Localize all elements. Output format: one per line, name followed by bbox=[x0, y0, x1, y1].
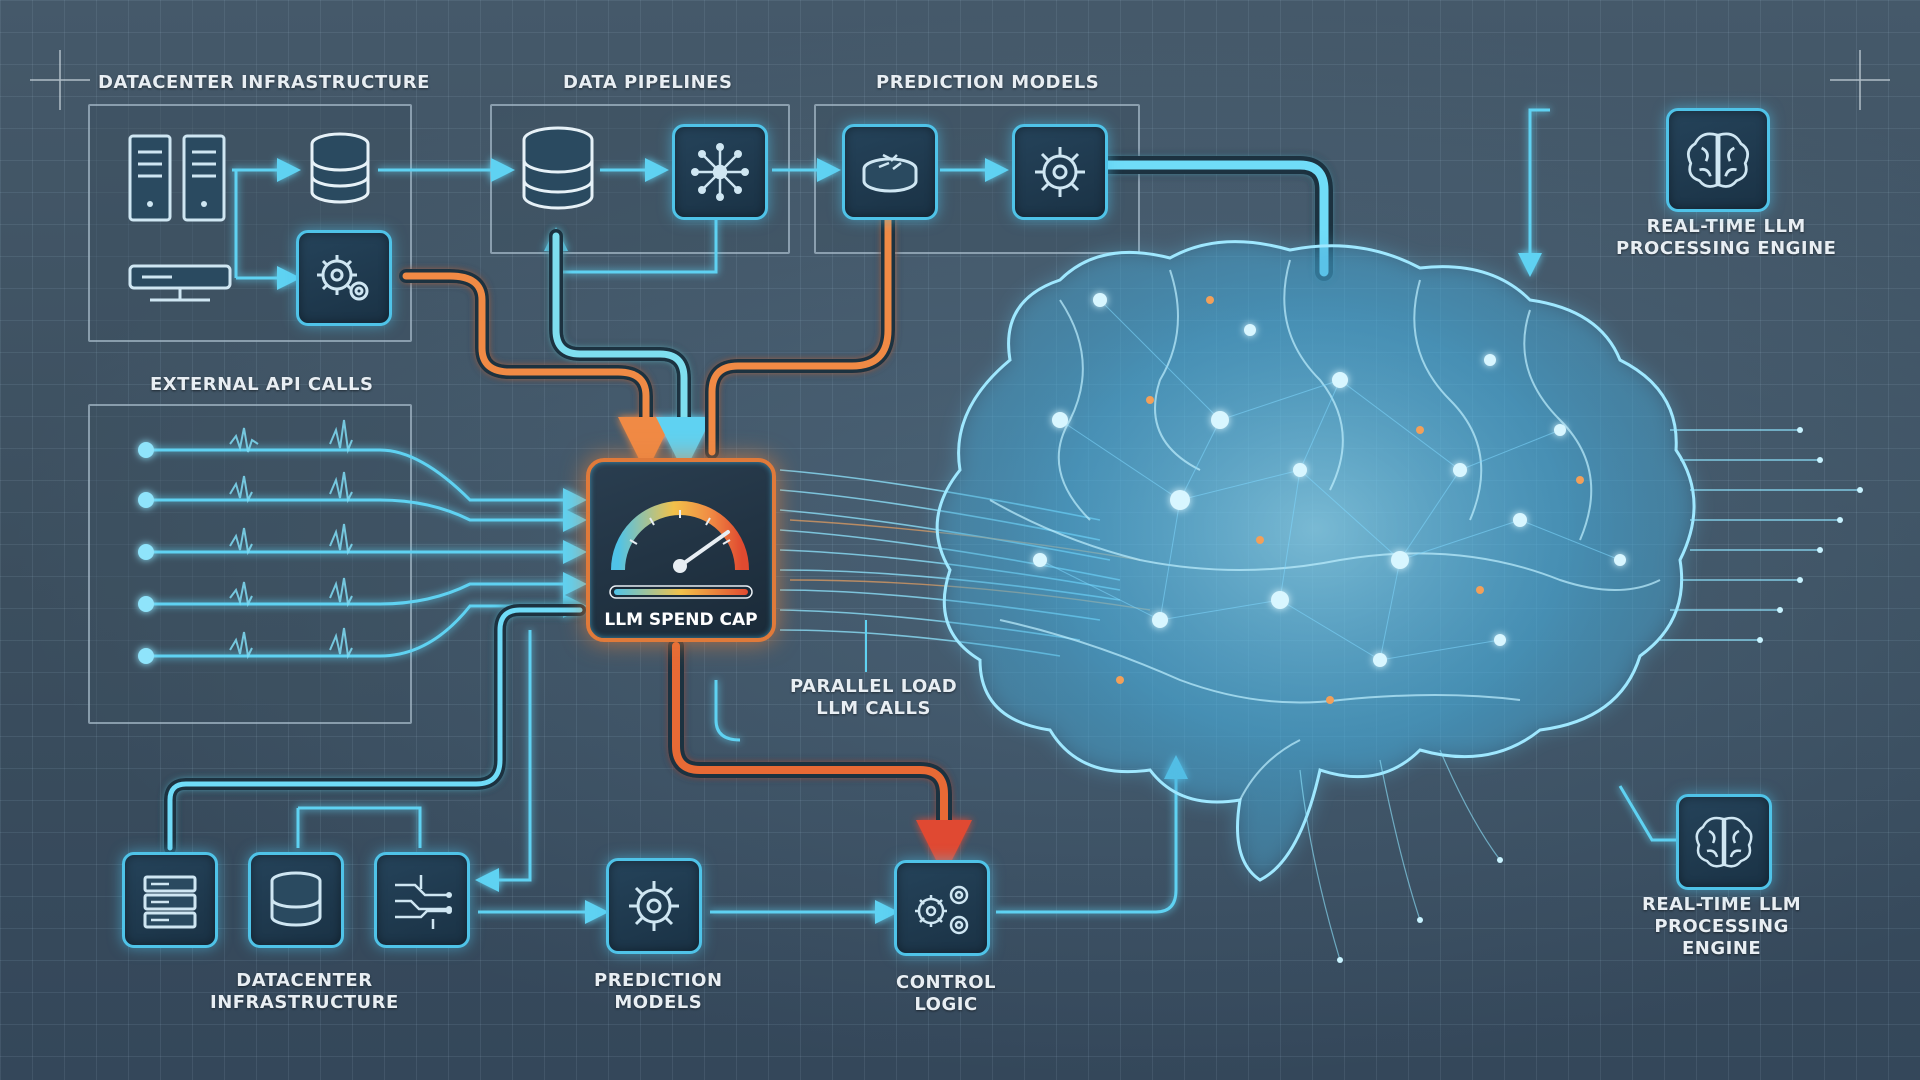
datacenter-infrastructure-title: DATACENTER INFRASTRUCTURE bbox=[98, 72, 430, 93]
database-icon bbox=[270, 871, 322, 927]
hub-node-pipeline[interactable] bbox=[672, 124, 768, 220]
server-node-bottom[interactable] bbox=[122, 852, 218, 948]
engine-label-bottom: REAL-TIME LLM PROCESSING ENGINE bbox=[1642, 894, 1802, 959]
gear-icon bbox=[629, 881, 679, 931]
circuit-node-bottom[interactable] bbox=[374, 852, 470, 948]
network-hub-icon bbox=[691, 143, 749, 201]
brain-node-bottom[interactable] bbox=[1676, 794, 1772, 890]
gear-icon bbox=[1035, 147, 1085, 197]
server-rack-icon bbox=[143, 875, 197, 929]
router-icon bbox=[862, 153, 918, 193]
control-logic-node[interactable] bbox=[894, 860, 990, 956]
router-node-prediction[interactable] bbox=[842, 124, 938, 220]
circuit-icon bbox=[395, 875, 452, 929]
datacenter-infrastructure-bottom-label: DATACENTER INFRASTRUCTURE bbox=[210, 970, 399, 1013]
parallel-load-label: PARALLEL LOAD LLM CALLS bbox=[790, 676, 958, 719]
brain-illustration bbox=[935, 240, 1863, 963]
gauge-icon bbox=[609, 501, 753, 599]
brain-icon bbox=[1686, 132, 1750, 188]
database-node-bottom[interactable] bbox=[248, 852, 344, 948]
prediction-models-bottom-label: PREDICTION MODELS bbox=[594, 970, 723, 1013]
gear-node-prediction[interactable] bbox=[1012, 124, 1108, 220]
control-logic-label: CONTROL LOGIC bbox=[896, 972, 996, 1015]
external-api-panel bbox=[88, 404, 412, 724]
brain-icon bbox=[1695, 816, 1753, 868]
prediction-models-title: PREDICTION MODELS bbox=[876, 72, 1100, 93]
gear-node-prediction-bottom[interactable] bbox=[606, 858, 702, 954]
brain-node-top[interactable] bbox=[1666, 108, 1770, 212]
gears-icon bbox=[317, 255, 369, 301]
llm-spend-cap-gauge[interactable]: LLM SPEND CAP bbox=[586, 458, 776, 642]
gear-node-datacenter[interactable] bbox=[296, 230, 392, 326]
external-api-calls-title: EXTERNAL API CALLS bbox=[150, 374, 374, 395]
spend-cap-label: LLM SPEND CAP bbox=[604, 610, 758, 630]
data-pipelines-title: DATA PIPELINES bbox=[563, 72, 733, 93]
engine-label-top: REAL-TIME LLM PROCESSING ENGINE bbox=[1616, 216, 1837, 259]
gears-icon bbox=[915, 885, 969, 935]
